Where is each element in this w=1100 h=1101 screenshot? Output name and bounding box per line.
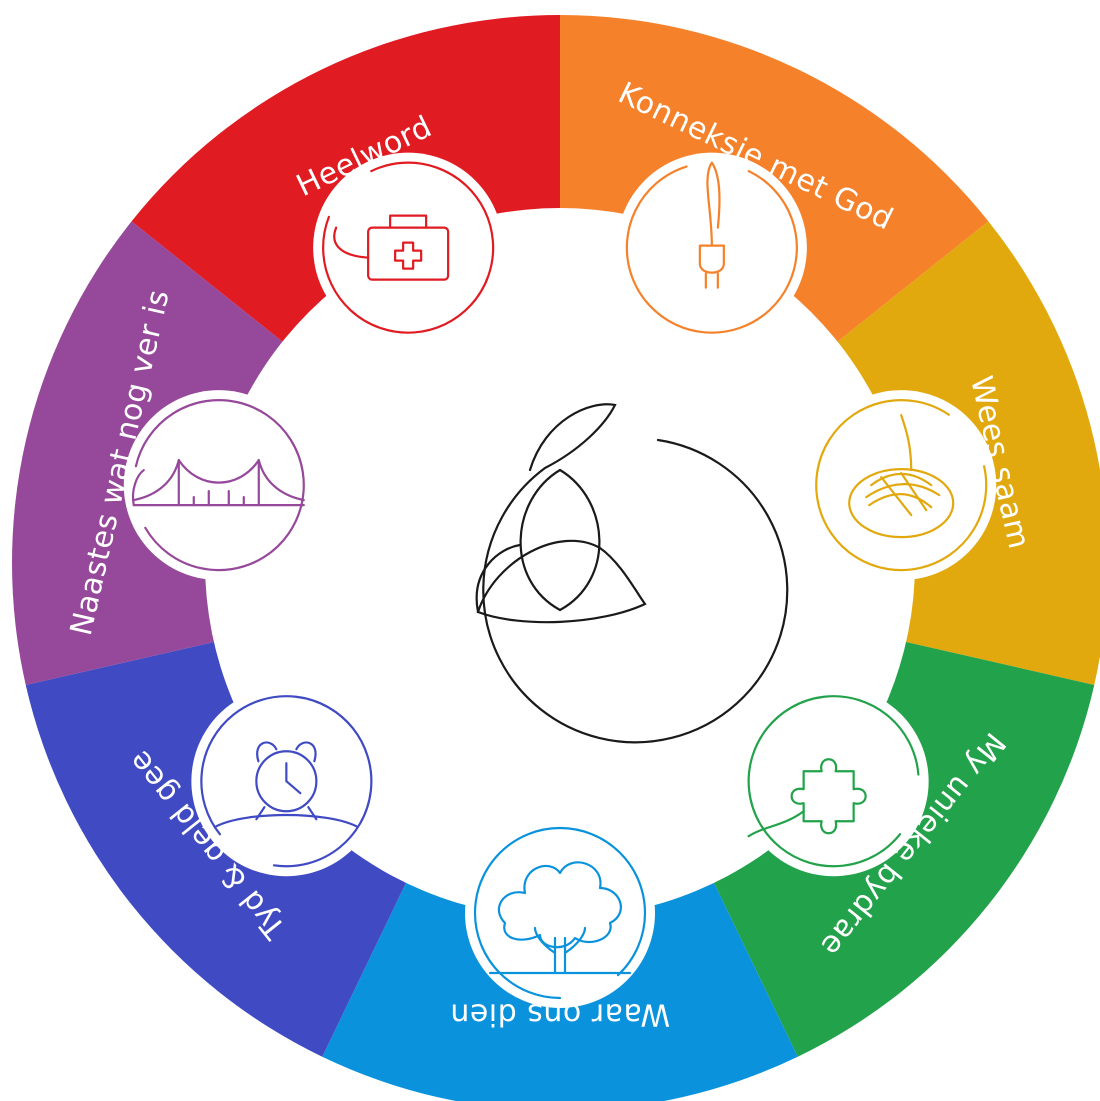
puzzle-piece-icon xyxy=(747,758,867,838)
badge-ring xyxy=(200,695,373,868)
segment-icons xyxy=(123,152,997,1008)
inner-disc xyxy=(205,208,915,918)
badge-background xyxy=(123,390,314,581)
segment-badge-heelword xyxy=(313,152,504,343)
segment-badge-konneksie xyxy=(616,152,807,343)
segment-badge-tyd-geld xyxy=(191,686,382,877)
bread-loaf-icon xyxy=(848,414,955,539)
segment-badge-naastes xyxy=(123,390,314,581)
badge-background xyxy=(616,152,807,343)
badge-ring xyxy=(625,161,798,334)
segment-badge-bydrae xyxy=(738,686,929,877)
badge-ring xyxy=(322,161,495,334)
badge-background xyxy=(313,152,504,343)
badge-ring xyxy=(747,695,920,868)
segment-badge-wees-saam xyxy=(806,390,997,581)
trinity-knot-icon xyxy=(475,403,789,744)
badge-ring xyxy=(473,826,647,1000)
badge-background xyxy=(738,686,929,877)
plug-icon xyxy=(698,161,725,289)
tree-icon xyxy=(488,861,632,975)
badge-background xyxy=(465,818,655,1008)
bridge-icon xyxy=(131,459,305,507)
first-aid-kit-icon xyxy=(333,214,450,281)
alarm-clock-icon xyxy=(215,741,358,828)
badge-ring xyxy=(815,399,988,572)
segment-badge-dien xyxy=(465,818,655,1008)
